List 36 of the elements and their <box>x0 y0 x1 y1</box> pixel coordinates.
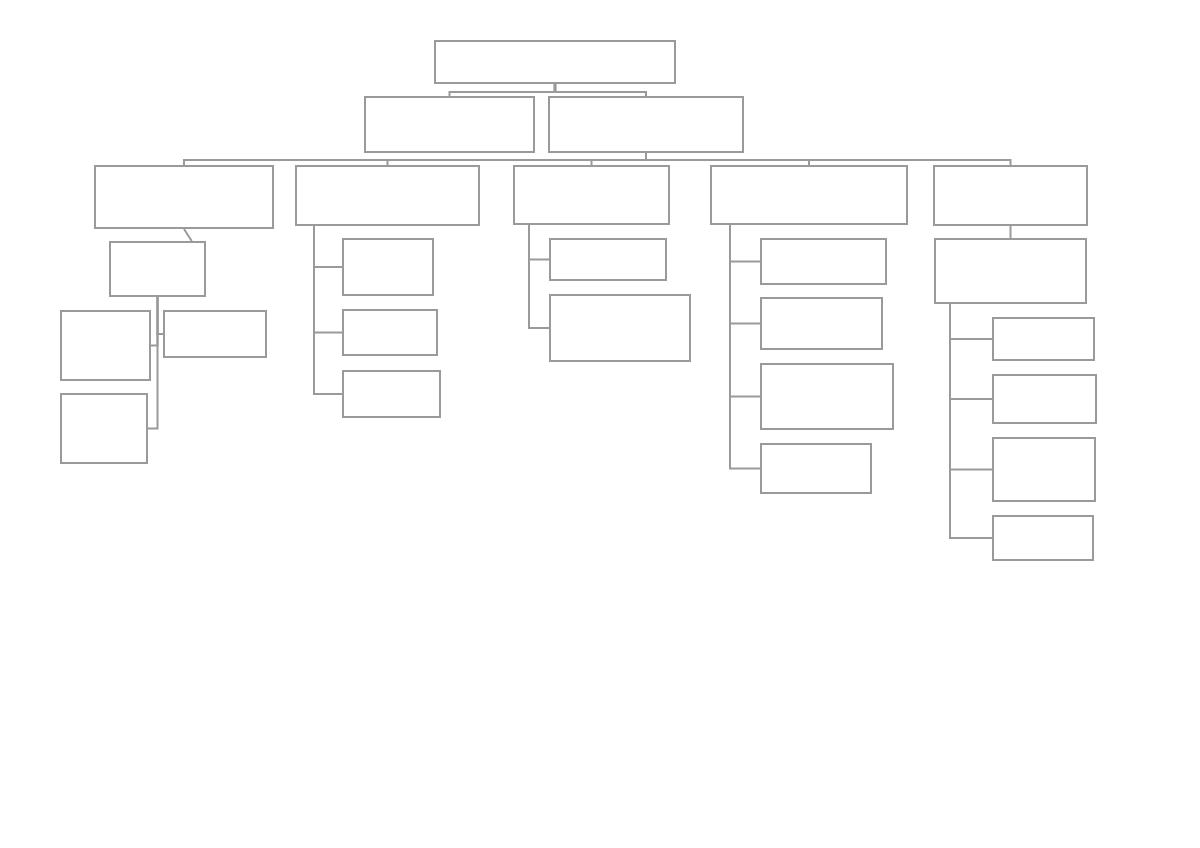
connector-line <box>183 228 193 242</box>
org-box <box>934 238 1087 304</box>
connector-line <box>949 303 993 539</box>
connector-line <box>528 224 550 329</box>
org-box <box>549 238 667 281</box>
org-box <box>549 294 691 362</box>
org-box <box>109 241 206 297</box>
org-box <box>60 310 151 381</box>
connector-line <box>1009 225 1012 239</box>
connector-line <box>729 224 761 470</box>
org-box <box>992 515 1094 561</box>
connector-line <box>554 83 647 97</box>
org-box <box>60 393 148 464</box>
org-box <box>933 165 1088 226</box>
org-box <box>342 309 438 356</box>
org-box <box>992 317 1095 361</box>
org-box <box>295 165 480 226</box>
connector-line <box>313 225 343 395</box>
org-box <box>94 165 274 229</box>
org-box <box>760 443 872 494</box>
org-box <box>760 238 887 285</box>
org-box <box>342 238 434 296</box>
org-box <box>513 165 670 225</box>
org-box <box>992 437 1096 502</box>
org-box <box>548 96 744 153</box>
org-box <box>163 310 267 358</box>
org-box <box>760 363 894 430</box>
connector-line <box>147 296 159 430</box>
org-box <box>992 374 1097 424</box>
org-box <box>434 40 676 84</box>
connector-line <box>645 152 1012 166</box>
org-box <box>710 165 908 225</box>
org-box <box>342 370 441 418</box>
connector-line <box>448 83 556 97</box>
org-box <box>364 96 535 153</box>
org-box <box>760 297 883 350</box>
